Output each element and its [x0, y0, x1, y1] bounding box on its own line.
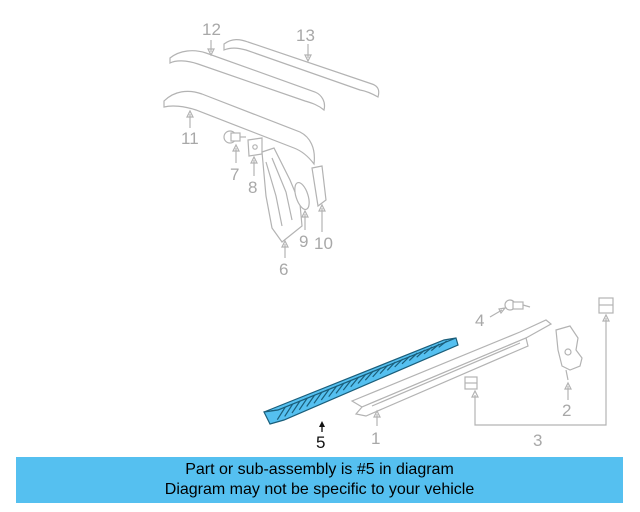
part-6-pillar-garnish[interactable] — [261, 147, 303, 243]
part-2-bracket[interactable] — [555, 325, 583, 381]
part-4-screw[interactable] — [504, 299, 531, 311]
callout-11: 11 — [181, 129, 199, 148]
caption-line-1: Part or sub-assembly is #5 in diagram — [185, 461, 454, 478]
callout-2: 2 — [562, 401, 571, 420]
callout-8: 8 — [248, 178, 257, 197]
part-5-scuff-plate[interactable] — [263, 337, 459, 425]
callout-13: 13 — [296, 26, 315, 45]
part-1-rocker-moulding[interactable] — [350, 319, 553, 417]
callout-5: 5 — [316, 433, 325, 452]
part-8-retainer[interactable] — [247, 137, 263, 157]
part-12-roof-rail[interactable] — [169, 50, 326, 112]
callout-3: 3 — [533, 431, 542, 450]
part-9-cap[interactable] — [292, 181, 312, 211]
part-7-clip[interactable] — [223, 130, 246, 144]
callout-4: 4 — [475, 311, 484, 330]
callout-12: 12 — [202, 20, 221, 39]
callout-9: 9 — [299, 232, 308, 251]
caption-line-2: Diagram may not be specific to your vehi… — [164, 481, 475, 498]
leader-lines — [186, 40, 610, 432]
callout-7: 7 — [230, 165, 239, 184]
parts-diagram: 12 13 11 7 8 9 10 6 4 2 1 3 5 — [163, 20, 614, 452]
caption-banner: Part or sub-assembly is #5 in diagram Di… — [16, 457, 623, 503]
part-11-drip-rail[interactable] — [163, 90, 315, 166]
callout-1: 1 — [371, 429, 380, 448]
part-3-clip-b[interactable] — [598, 297, 614, 314]
part-13-roof-rail[interactable] — [223, 39, 380, 98]
callout-6: 6 — [279, 260, 288, 279]
callout-10: 10 — [314, 234, 333, 253]
part-10-trim-strip[interactable] — [311, 165, 327, 208]
part-3-clip-a[interactable] — [464, 376, 478, 390]
